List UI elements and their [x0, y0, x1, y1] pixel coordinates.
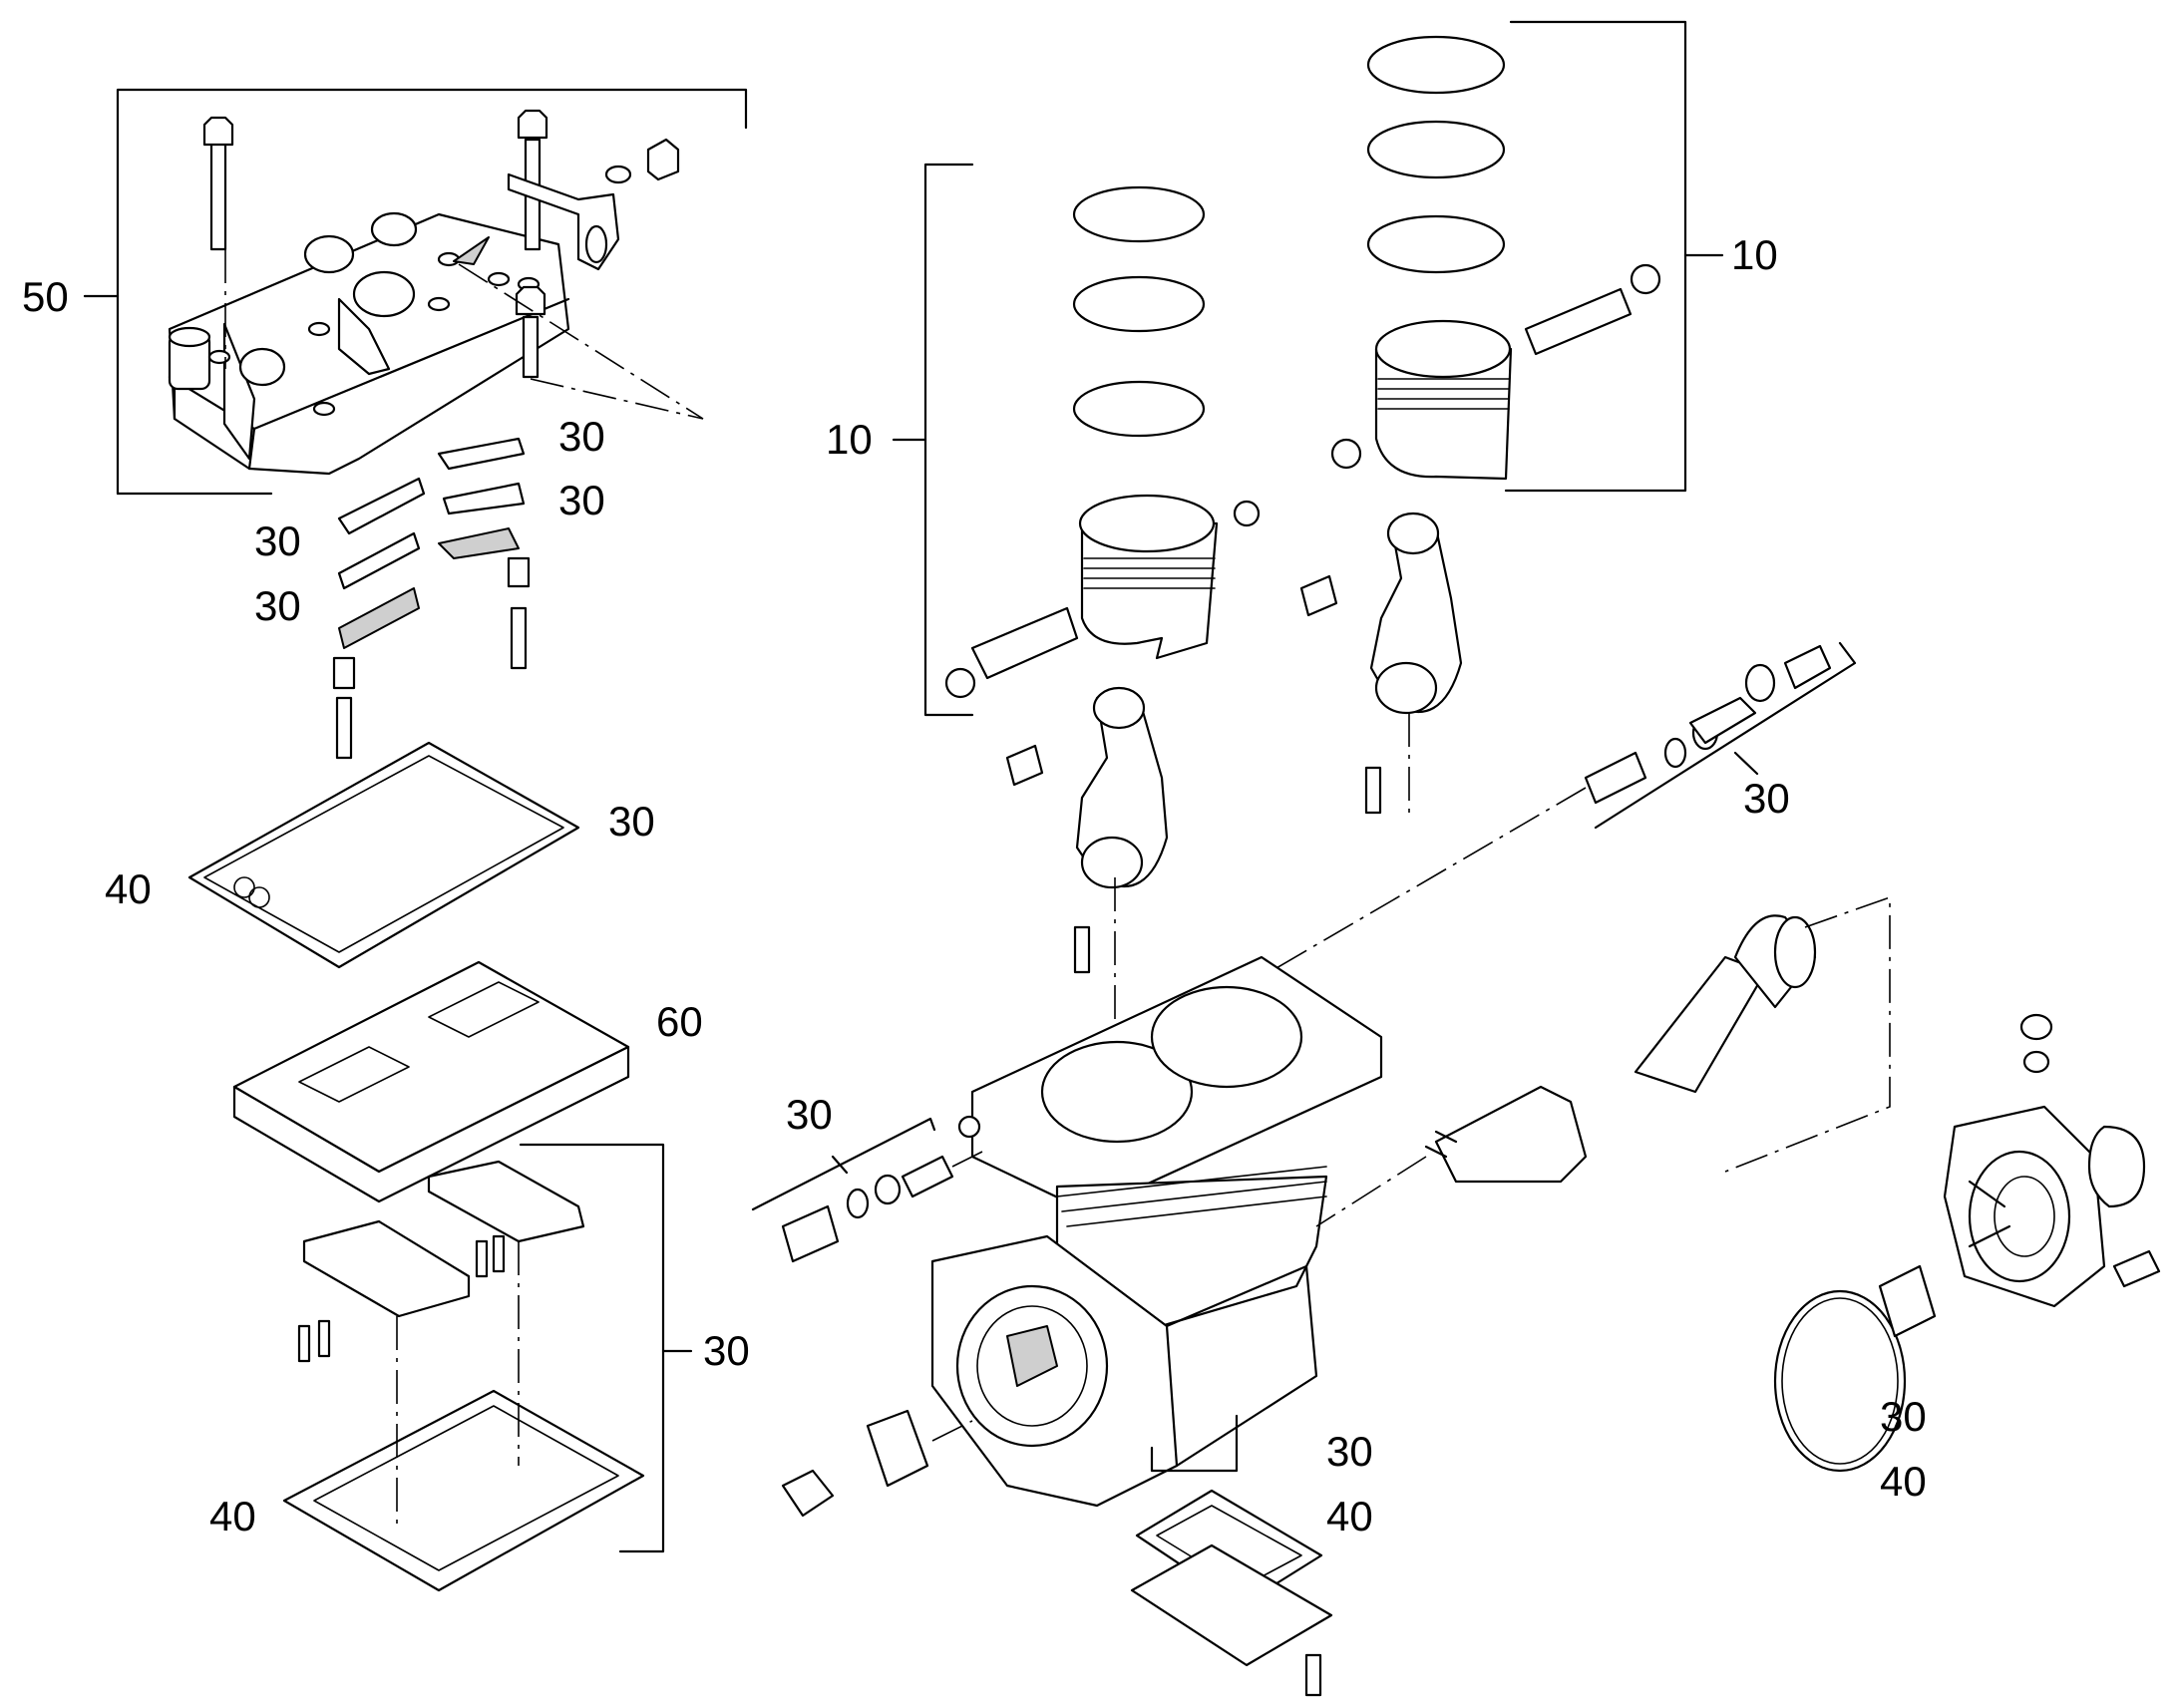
head-gasket-top — [187, 741, 580, 969]
lower-gasket-group — [282, 1143, 693, 1592]
valve-gaskets — [83, 294, 531, 760]
unloader-valve-right — [1226, 641, 1857, 998]
callout-40: 40 — [1326, 1493, 1373, 1539]
valve-plate — [232, 960, 630, 1203]
callout-40: 40 — [105, 865, 152, 912]
callout-10: 10 — [826, 416, 873, 463]
unloader-valve-left — [751, 1117, 983, 1263]
callout-30: 30 — [1326, 1428, 1373, 1475]
callout-30: 30 — [558, 413, 605, 460]
crankcase — [930, 955, 1383, 1508]
callout-60: 60 — [656, 998, 703, 1045]
callout-30: 30 — [1880, 1393, 1927, 1440]
cylinder-head-assembly — [83, 88, 748, 496]
callout-labels: 50 30 30 30 30 30 40 60 30 40 10 10 30 3… — [22, 231, 1927, 1539]
front-bearing-parts — [781, 1409, 973, 1518]
callout-10: 10 — [1731, 231, 1778, 278]
piston-assembly-left — [892, 163, 1261, 717]
bottom-cover-plate — [1130, 1414, 1333, 1697]
callout-30: 30 — [254, 517, 301, 564]
callout-50: 50 — [22, 273, 69, 320]
callout-30: 30 — [558, 477, 605, 523]
callout-40: 40 — [1880, 1458, 1927, 1505]
callout-30: 30 — [254, 582, 301, 629]
callout-30: 30 — [703, 1327, 750, 1374]
piston-assembly-right — [1330, 20, 1724, 493]
callout-40: 40 — [209, 1493, 256, 1539]
callout-30: 30 — [786, 1091, 833, 1138]
connecting-rods — [1005, 512, 1463, 1177]
callout-30: 30 — [1743, 775, 1790, 822]
end-cover-assembly — [1773, 1013, 2161, 1473]
callout-30: 30 — [608, 798, 655, 845]
crankshaft — [1315, 895, 1891, 1227]
